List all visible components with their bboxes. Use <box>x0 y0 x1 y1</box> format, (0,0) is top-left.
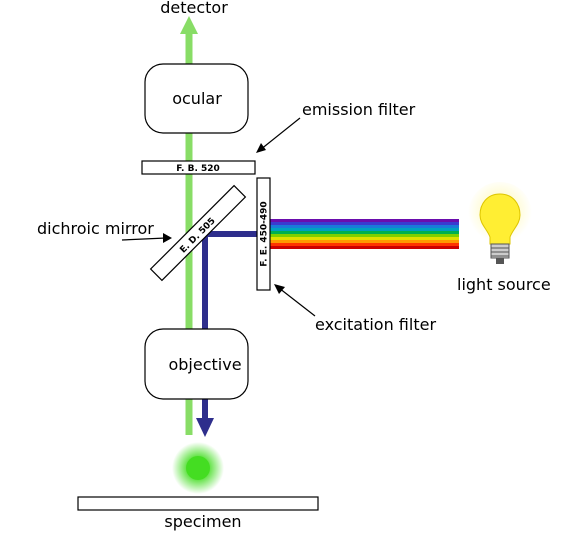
dichroic-mirror-label: dichroic mirror <box>37 219 154 238</box>
emission-filter-pointer <box>259 117 301 151</box>
spectrum-band <box>270 219 459 222</box>
ocular-label: ocular <box>172 89 222 108</box>
ocular-box <box>144 63 249 134</box>
barrier-filter-code: F. B. 520 <box>176 164 220 174</box>
objective-box <box>144 328 249 400</box>
spectrum-band <box>270 222 459 225</box>
spectrum-band <box>270 231 459 234</box>
excitation-filter-code: F. E. 450-490 <box>260 201 270 266</box>
detector-label: detector <box>160 0 228 17</box>
specimen-label: specimen <box>164 512 241 531</box>
spectrum-band <box>270 228 459 231</box>
excitation-filter-pointer <box>278 287 316 317</box>
objective-label: objective <box>168 355 241 374</box>
spectrum-band <box>270 225 459 228</box>
barrier-filter <box>141 160 256 175</box>
emission-filter-label: emission filter <box>302 100 416 119</box>
light-bulb-icon <box>468 182 532 264</box>
spectrum-band <box>270 243 459 246</box>
excitation-arrowhead <box>196 418 214 437</box>
excitation-filter <box>256 177 271 291</box>
excitation-filter-label: excitation filter <box>315 315 436 334</box>
spectrum-band <box>270 246 459 249</box>
dichroic-mirror-pointer <box>121 237 167 241</box>
emission-arrowhead <box>180 16 198 34</box>
spectrum-band <box>270 240 459 243</box>
spectrum-band <box>270 237 459 240</box>
light-spectrum <box>270 219 459 249</box>
spectrum-band <box>270 234 459 237</box>
light-source-label: light source <box>457 275 551 294</box>
specimen-slide <box>77 496 319 511</box>
